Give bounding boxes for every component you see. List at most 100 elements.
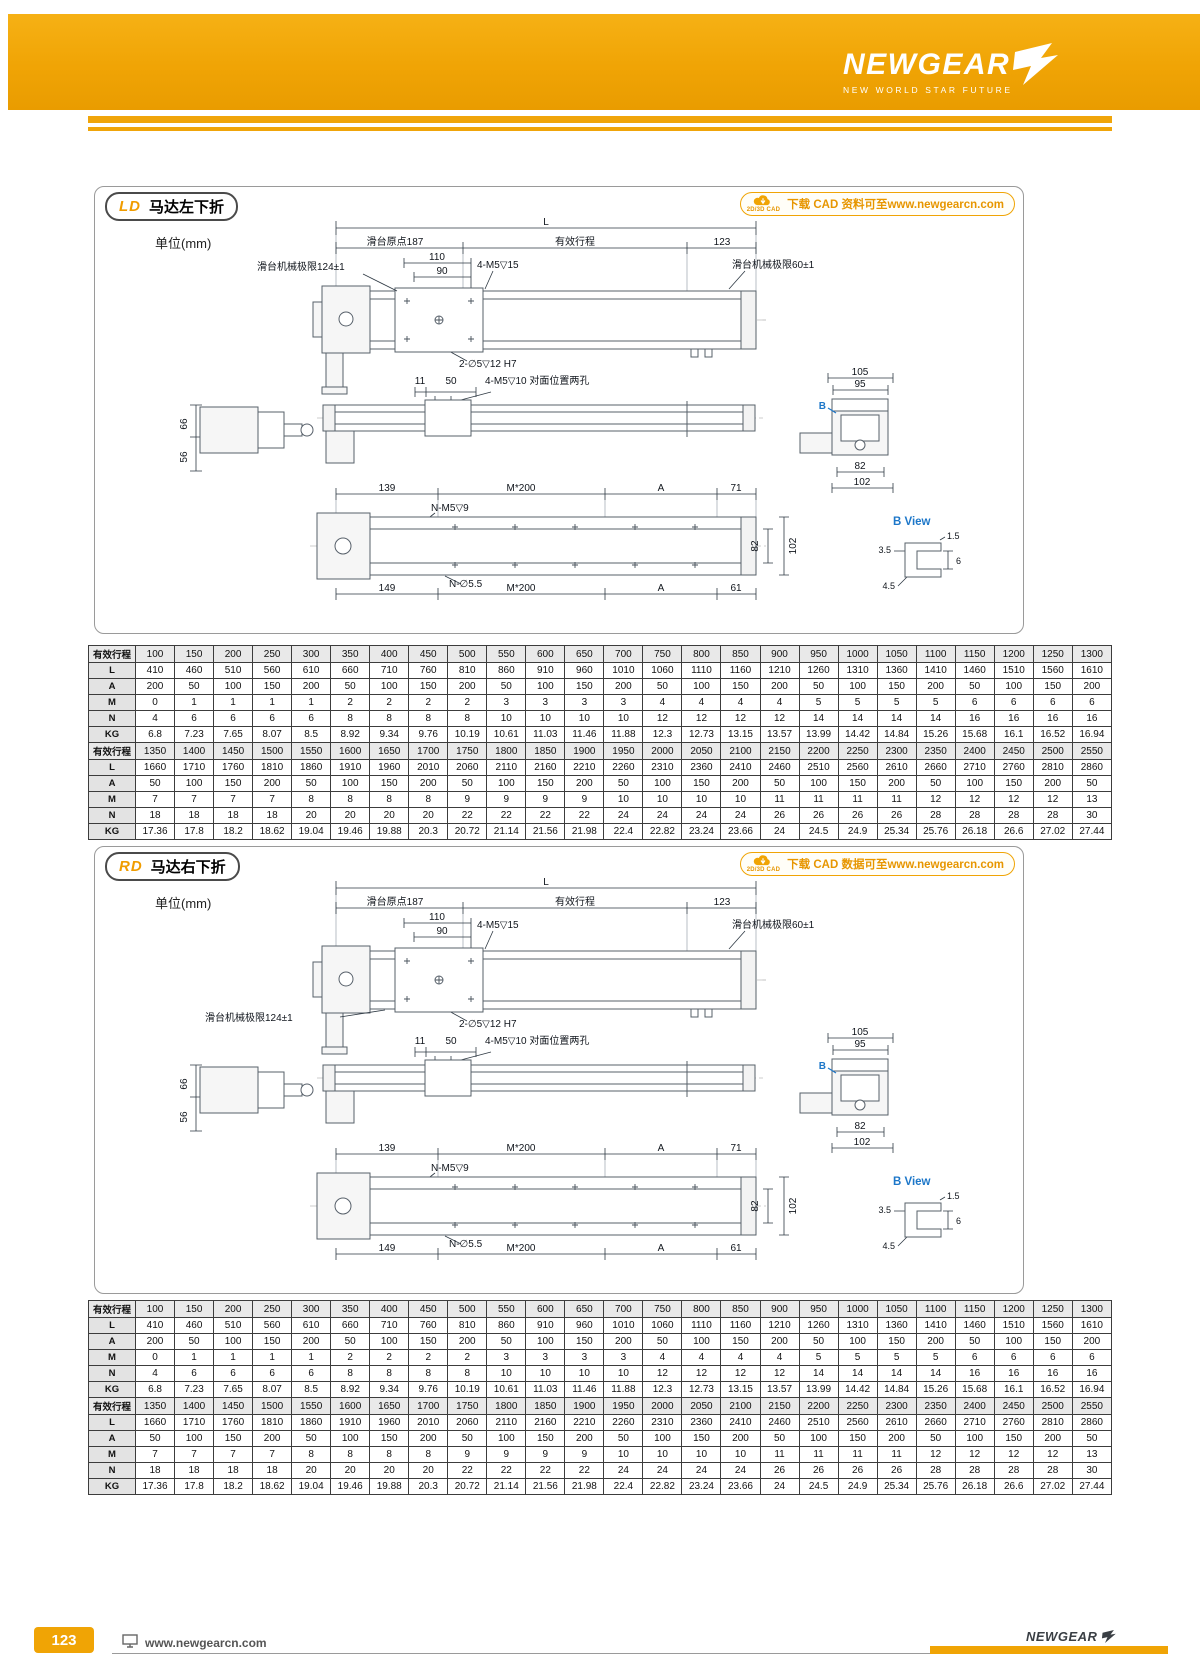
table-cell: 1560 [1032, 1317, 1073, 1334]
table-cell: 7.65 [213, 1381, 254, 1398]
table-cell: 100 [837, 678, 878, 695]
table-cell: 11 [876, 791, 917, 808]
cad-badge-label: 2D/3D CAD [746, 867, 781, 873]
footer-website-link[interactable]: www.newgearcn.com [122, 1634, 267, 1651]
row-header: 有效行程 [88, 1397, 136, 1415]
table-cell: 1610 [1071, 1317, 1113, 1334]
table-cell: 22 [525, 807, 566, 824]
table-cell: 150 [252, 1333, 293, 1350]
table-cell: 1000 [837, 645, 878, 663]
table-cell: 12 [759, 710, 800, 727]
row-header: 有效行程 [88, 1300, 136, 1318]
table-cell: 200 [213, 645, 254, 663]
table-cell: 8.07 [252, 1381, 293, 1398]
table-cell: 22.4 [603, 1478, 644, 1495]
table-cell: 1150 [954, 645, 995, 663]
table-cell: 1460 [954, 662, 995, 679]
row-header: A [88, 1430, 136, 1447]
table-cell: 12 [681, 710, 722, 727]
table-cell: 860 [486, 1317, 527, 1334]
table-cell: 200 [720, 775, 761, 792]
cad-cloud-icon: 2D/3D CAD [747, 855, 780, 873]
table-cell: 1210 [759, 1317, 800, 1334]
table-cell: 1360 [876, 662, 917, 679]
table-cell: 10 [564, 1365, 605, 1382]
table-cell: 5 [915, 694, 956, 711]
table-cell: 2300 [876, 1397, 917, 1415]
ld-technical-drawing: 滑台机械极限124±1 [178, 216, 962, 601]
table-cell: 150 [876, 1333, 917, 1350]
table-cell: 1460 [954, 1317, 995, 1334]
table-cell: 2110 [486, 759, 527, 776]
table-cell: 1300 [1071, 1300, 1113, 1318]
table-cell: 50 [486, 1333, 527, 1350]
table-cell: 18 [213, 1462, 254, 1479]
cad-download-link[interactable]: 2D/3D CAD 下载 CAD 数据可至www.newgearcn.com [739, 852, 1015, 876]
table-cell: 200 [759, 1333, 800, 1350]
table-cell: 1310 [837, 662, 878, 679]
table-cell: 50 [759, 1430, 800, 1447]
header-stripe-thin [88, 127, 1112, 131]
table-cell: 1010 [603, 662, 644, 679]
table-cell: 150 [174, 1300, 215, 1318]
table-cell: 1500 [252, 742, 293, 760]
table-cell: 10.61 [486, 726, 527, 743]
table-cell: 6 [252, 1365, 293, 1382]
table-cell: 950 [798, 1300, 839, 1318]
unit-label: 单位(mm) [155, 236, 212, 251]
table-cell: 100 [954, 775, 995, 792]
header-band: NEWGEAR NEW WORLD STAR FUTURE [8, 14, 1200, 110]
table-cell: 8 [291, 791, 332, 808]
table-cell: 9 [447, 791, 488, 808]
table-cell: 8 [330, 791, 371, 808]
table-cell: 2710 [954, 759, 995, 776]
row-header: N [88, 1462, 136, 1479]
table-cell: 200 [291, 1333, 332, 1350]
table-cell: 8 [369, 710, 410, 727]
table-cell: 24 [720, 807, 761, 824]
table-cell: 1010 [603, 1317, 644, 1334]
table-cell: 350 [330, 1300, 371, 1318]
table-cell: 1800 [486, 742, 527, 760]
table-cell: 1250 [1032, 1300, 1073, 1318]
table-cell: 150 [681, 775, 722, 792]
table-cell: 2 [408, 1349, 449, 1366]
table-cell: 6 [252, 710, 293, 727]
table-cell: 13.99 [798, 726, 839, 743]
table-cell: 28 [915, 1462, 956, 1479]
table-cell: 50 [798, 678, 839, 695]
table-cell: 6 [174, 710, 215, 727]
table-cell: 1 [291, 694, 332, 711]
table-cell: 2550 [1071, 742, 1113, 760]
table-cell: 22 [486, 1462, 527, 1479]
table-cell: 660 [330, 1317, 371, 1334]
cad-download-link[interactable]: 2D/3D CAD 下载 CAD 资料可至www.newgearcn.com [739, 192, 1015, 216]
dim-label-limit-left: 滑台机械极限124±1 [205, 1011, 293, 1024]
table-cell: 22 [564, 1462, 605, 1479]
table-cell: 11.46 [564, 726, 605, 743]
table-cell: 1450 [213, 1397, 254, 1415]
table-cell: 26 [837, 1462, 878, 1479]
row-header: A [88, 678, 136, 695]
footer-website-text: www.newgearcn.com [145, 1635, 267, 1650]
table-cell: 10 [486, 710, 527, 727]
table-cell: 23.66 [720, 823, 761, 840]
table-cell: 30 [1071, 807, 1113, 824]
section-badge-rd: RD 马达右下折 [105, 852, 240, 881]
table-cell: 12.3 [642, 726, 683, 743]
table-cell: 22 [525, 1462, 566, 1479]
table-cell: 860 [486, 662, 527, 679]
table-cell: 150 [213, 1430, 254, 1447]
table-cell: 26 [798, 1462, 839, 1479]
cad-note: 下载 CAD 数据可至www.newgearcn.com [787, 859, 1004, 871]
table-cell: 150 [1032, 1333, 1073, 1350]
table-cell: 2450 [993, 742, 1034, 760]
table-cell: 18 [252, 807, 293, 824]
table-cell: 24 [681, 807, 722, 824]
